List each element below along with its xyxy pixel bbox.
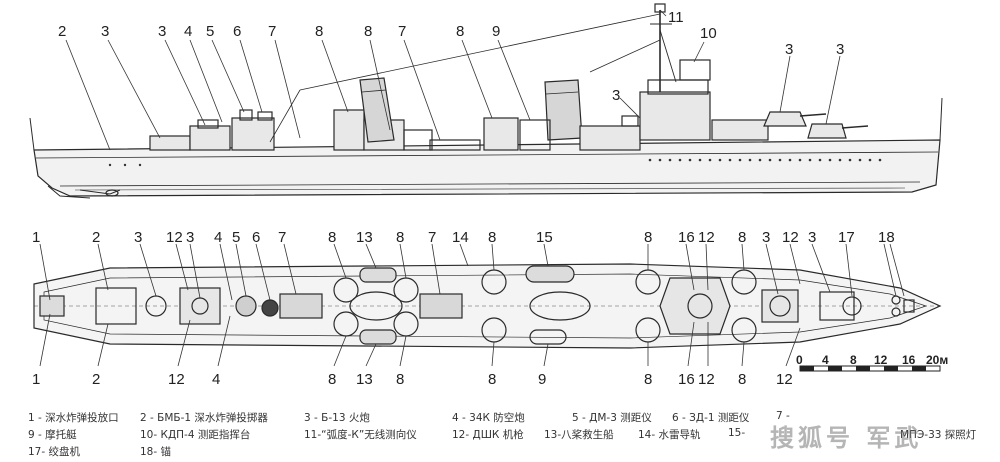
hull-side (33, 139, 941, 197)
legend-item: 14- 水雷导轨 (638, 429, 701, 441)
watermark: 搜狐号 军武 (770, 424, 923, 452)
plan-bottom-labels: 1 2 12 4 8 13 8 8 9 8 16 12 8 12 (32, 371, 793, 388)
scale-label-8: 8 (850, 353, 857, 367)
scale-bar: 0 4 8 12 16 20м (796, 353, 948, 372)
callout-3: 3 (612, 87, 620, 104)
callout-3: 3 (836, 41, 844, 58)
callout-2: 2 (58, 23, 66, 40)
callout-16: 16 (678, 371, 695, 388)
callout-8: 8 (644, 371, 652, 388)
callout-3: 3 (762, 229, 770, 246)
callout-8: 8 (396, 371, 404, 388)
callout-3: 3 (134, 229, 142, 246)
legend-item: 17- 绞盘机 (28, 446, 80, 458)
callout-8: 8 (456, 23, 464, 40)
callout-12: 12 (782, 229, 799, 246)
callout-13: 13 (356, 229, 373, 246)
callout-10: 10 (700, 25, 717, 42)
legend-item: 18- 锚 (140, 446, 171, 458)
callout-2: 2 (92, 229, 100, 246)
side-leaders (65, 9, 841, 151)
scale-label-0: 0 (796, 353, 803, 367)
callout-7: 7 (398, 23, 406, 40)
callout-17: 17 (838, 229, 855, 246)
callout-3: 3 (808, 229, 816, 246)
legend-item: 13-八桨救生船 (544, 429, 614, 441)
legend-item: 15- (728, 427, 746, 439)
scale-label-12: 12 (874, 353, 888, 367)
callout-8: 8 (364, 23, 372, 40)
legend-item: 4 - 34К 防空炮 (452, 412, 525, 424)
funnel-1-plan (349, 291, 403, 321)
plan-bottom-leaders (39, 313, 801, 367)
funnel-2-plan (529, 291, 591, 321)
legend-item: 5 - ДМ-3 测距仪 (572, 412, 652, 424)
callout-4: 4 (184, 23, 192, 40)
legend-item: 10- КДП-4 测距指挥台 (140, 429, 251, 441)
plan-view (33, 263, 942, 349)
callout-11: 11 (668, 9, 684, 26)
callout-7: 7 (278, 229, 286, 246)
callout-8: 8 (328, 229, 336, 246)
legend-item: 7 - (776, 410, 790, 422)
callout-3: 3 (186, 229, 194, 246)
callout-12: 12 (698, 371, 715, 388)
callout-2: 2 (92, 371, 100, 388)
callout-7: 7 (268, 23, 276, 40)
callout-5: 5 (232, 229, 240, 246)
portholes (108, 158, 882, 167)
legend-item: 1 - 深水炸弹投放口 (28, 412, 119, 424)
callout-8: 8 (315, 23, 323, 40)
plan-top-leaders (39, 243, 905, 301)
callout-6: 6 (233, 23, 241, 40)
callout-8: 8 (488, 371, 496, 388)
callout-9: 9 (538, 371, 546, 388)
side-labels: 2 3 3 4 5 6 7 8 8 7 8 9 11 10 3 3 3 (58, 9, 844, 104)
callout-3: 3 (785, 41, 793, 58)
legend-item: 9 - 摩托艇 (28, 429, 77, 441)
legend-item: 2 - БМБ-1 深水炸弹投掷器 (140, 412, 268, 424)
side-profile (29, 3, 943, 199)
callout-8: 8 (738, 371, 746, 388)
callout-16: 16 (678, 229, 695, 246)
legend-item: 12- ДШК 机枪 (452, 429, 524, 441)
legend-item: 11-“弧度-К”无线测向仪 (304, 429, 417, 441)
callout-1: 1 (32, 371, 40, 388)
callout-6: 6 (252, 229, 260, 246)
callout-12: 12 (698, 229, 715, 246)
legend: 1 - 深水炸弹投放口 2 - БМБ-1 深水炸弹投掷器 3 - Б-13 火… (28, 410, 988, 462)
callout-12: 12 (166, 229, 183, 246)
callout-3: 3 (158, 23, 166, 40)
callout-1: 1 (32, 229, 40, 246)
callout-8: 8 (328, 371, 336, 388)
callout-15: 15 (536, 229, 553, 246)
plan-top-labels: 1 2 3 12 3 4 5 6 7 8 13 8 7 14 8 15 8 16… (32, 229, 895, 246)
callout-12: 12 (168, 371, 185, 388)
callout-8: 8 (396, 229, 404, 246)
legend-item: 6 - ЗД-1 测距仪 (672, 412, 750, 424)
callout-7: 7 (428, 229, 436, 246)
callout-13: 13 (356, 371, 373, 388)
callout-18: 18 (878, 229, 895, 246)
callout-8: 8 (738, 229, 746, 246)
callout-4: 4 (212, 371, 220, 388)
funnel-1 (359, 77, 395, 143)
legend-item: МПЭ-33 探照灯 (900, 429, 977, 441)
callout-9: 9 (492, 23, 500, 40)
callout-5: 5 (206, 23, 214, 40)
legend-item: 3 - Б-13 火炮 (304, 412, 370, 424)
scale-label-16: 16 (902, 353, 916, 367)
callout-3: 3 (101, 23, 109, 40)
scale-label-4: 4 (822, 353, 829, 367)
callout-14: 14 (452, 229, 469, 246)
callout-8: 8 (644, 229, 652, 246)
callout-12: 12 (776, 371, 793, 388)
scale-label-20m: 20м (926, 353, 948, 367)
callout-8: 8 (488, 229, 496, 246)
callout-4: 4 (214, 229, 222, 246)
